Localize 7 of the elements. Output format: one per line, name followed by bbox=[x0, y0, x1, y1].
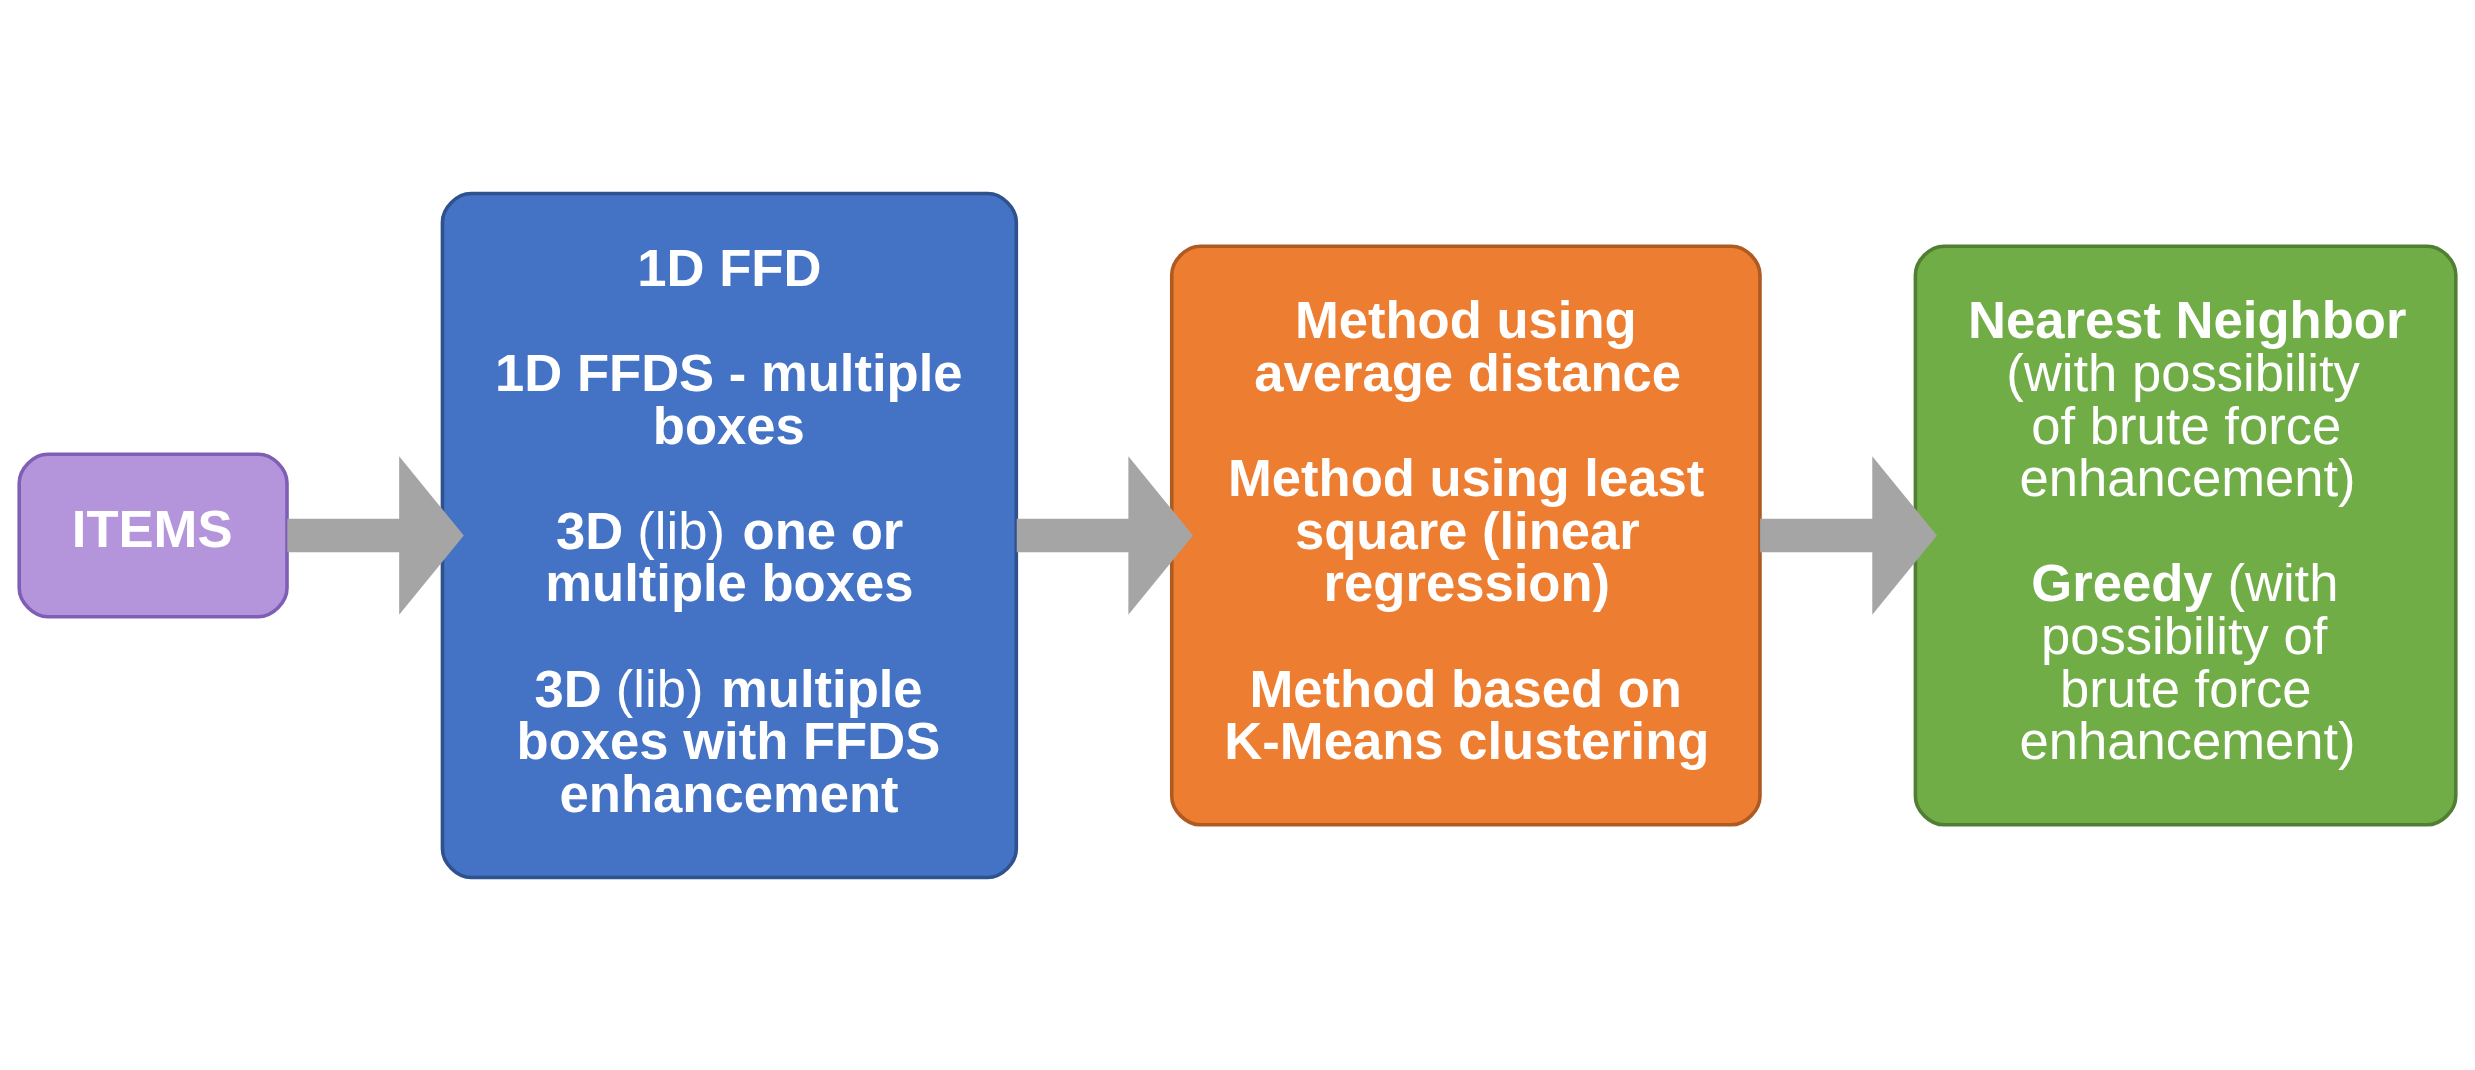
node-box: 1D FFD 1D FFDS - multiple boxes 3D (lib) one or multiple boxes 3D (lib) multiple boxes with FFDS enhancement bbox=[440, 191, 1019, 879]
arrow bbox=[1760, 455, 1937, 615]
node-box: Method using average distance Method using least square (linear regression) Method based on K-Means clustering bbox=[1169, 243, 1762, 827]
node-box: ITEMS bbox=[17, 451, 289, 619]
arrow bbox=[1016, 455, 1193, 615]
node-box: Nearest Neighbor (with possibility of brute force enhancement) Greedy (with possibility of brute force enhancement) bbox=[1913, 243, 2458, 827]
arrow bbox=[287, 455, 464, 615]
